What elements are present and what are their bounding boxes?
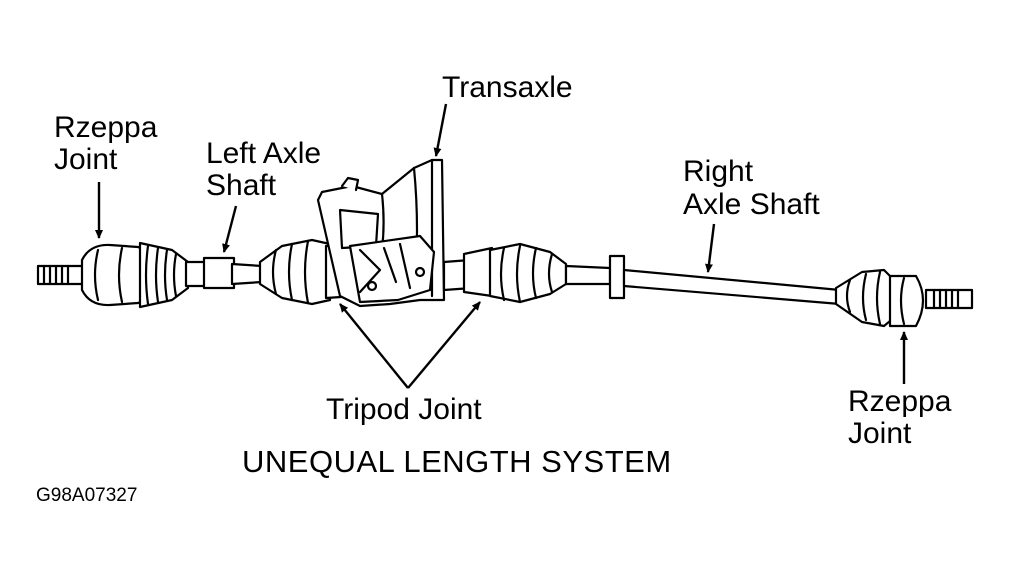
- label-rzeppa-right-1: Rzeppa: [848, 385, 952, 418]
- left-axle-arrow: [222, 205, 238, 253]
- left-spline-stub: [36, 264, 90, 286]
- figure-id: G98A07327: [36, 485, 138, 506]
- label-left-axle-2: Shaft: [206, 169, 277, 202]
- right-tripod-joint: [462, 242, 568, 304]
- transaxle-arrow: [433, 103, 448, 157]
- left-rzeppa-joint: [80, 241, 190, 309]
- label-tripod-joint: Tripod Joint: [326, 393, 482, 426]
- label-right-axle-2: Axle Shaft: [683, 188, 820, 221]
- tripod-arrow-right: [407, 301, 481, 389]
- left-axle-shaft: [184, 256, 264, 290]
- transaxle-housing: [316, 158, 474, 308]
- right-rzeppa-joint: [834, 268, 925, 328]
- label-left-axle-1: Left Axle: [206, 137, 322, 170]
- label-rzeppa-right-2: Joint: [848, 417, 912, 450]
- label-rzeppa-left-1: Rzeppa: [54, 111, 158, 144]
- tripod-arrow-left: [339, 303, 409, 389]
- right-axle-shaft: [564, 254, 842, 306]
- label-right-axle-1: Right: [683, 155, 754, 188]
- right-axle-arrow: [705, 223, 716, 273]
- diagram-caption: UNEQUAL LENGTH SYSTEM: [242, 444, 672, 479]
- label-rzeppa-left-2: Joint: [54, 143, 118, 176]
- right-spline-stub: [924, 288, 974, 310]
- label-transaxle: Transaxle: [442, 71, 573, 104]
